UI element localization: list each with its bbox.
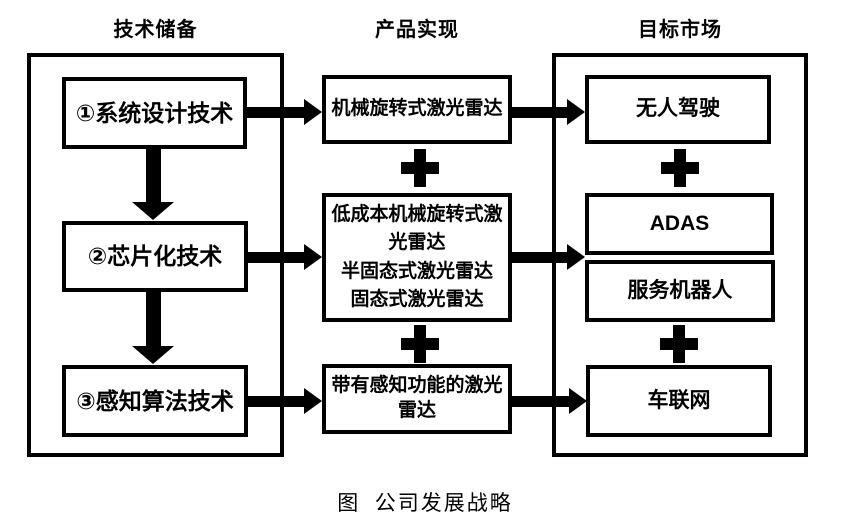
- arrow-stem: [247, 106, 304, 118]
- box-adas: ADAS: [585, 193, 774, 255]
- arrow-tech1-to-product1-icon: [247, 99, 322, 125]
- box-lowcost-semisolid-solid-lidar: 低成本机械旋转式激光雷达 半固态式激光雷达 固态式激光雷达: [322, 193, 512, 322]
- arrow-head: [567, 244, 585, 270]
- box-service-robot: 服务机器人: [585, 260, 775, 322]
- arrow-head: [304, 99, 322, 125]
- arrow-head: [567, 99, 585, 125]
- column-header-tech-reserve: 技术储备: [113, 19, 198, 41]
- box-perception-enabled-lidar: 带有感知功能的激光雷达: [322, 364, 512, 434]
- arrow-stem: [145, 292, 161, 346]
- arrow-tech2-to-product2-icon: [248, 244, 322, 270]
- plus-icon: [661, 149, 699, 187]
- arrow-product2-to-market23-icon: [512, 244, 585, 270]
- arrow-head: [132, 202, 174, 220]
- box-perception-algorithm-tech: ③感知算法技术: [62, 365, 248, 437]
- arrow-tech1-down-to-tech2-icon: [132, 148, 174, 220]
- arrow-tech2-down-to-tech3-icon: [132, 292, 174, 364]
- arrow-stem: [248, 395, 304, 407]
- box-mechanical-rotating-lidar: 机械旋转式激光雷达: [322, 75, 512, 144]
- arrow-stem: [512, 395, 569, 407]
- arrow-stem: [248, 251, 304, 263]
- box-system-design-tech: ①系统设计技术: [62, 77, 247, 149]
- arrow-product3-to-market4-icon: [512, 388, 587, 414]
- arrow-head: [132, 346, 174, 364]
- box-driverless: 无人驾驶: [585, 75, 771, 144]
- arrow-tech3-to-product3-icon: [248, 388, 322, 414]
- box-internet-of-vehicles: 车联网: [586, 365, 772, 437]
- plus-icon: [660, 325, 698, 363]
- arrow-stem: [512, 251, 567, 263]
- arrow-head: [304, 244, 322, 270]
- arrow-head: [569, 388, 587, 414]
- arrow-product1-to-market1-icon: [512, 99, 585, 125]
- plus-icon: [401, 149, 439, 187]
- column-header-target-market: 目标市场: [638, 19, 722, 41]
- arrow-stem: [512, 106, 567, 118]
- figure-caption: 图 公司发展战略: [337, 491, 513, 515]
- arrow-stem: [145, 148, 161, 202]
- arrow-head: [304, 388, 322, 414]
- box-chip-tech: ②芯片化技术: [62, 221, 248, 292]
- plus-icon: [401, 325, 439, 363]
- column-header-product-realization: 产品实现: [375, 19, 459, 41]
